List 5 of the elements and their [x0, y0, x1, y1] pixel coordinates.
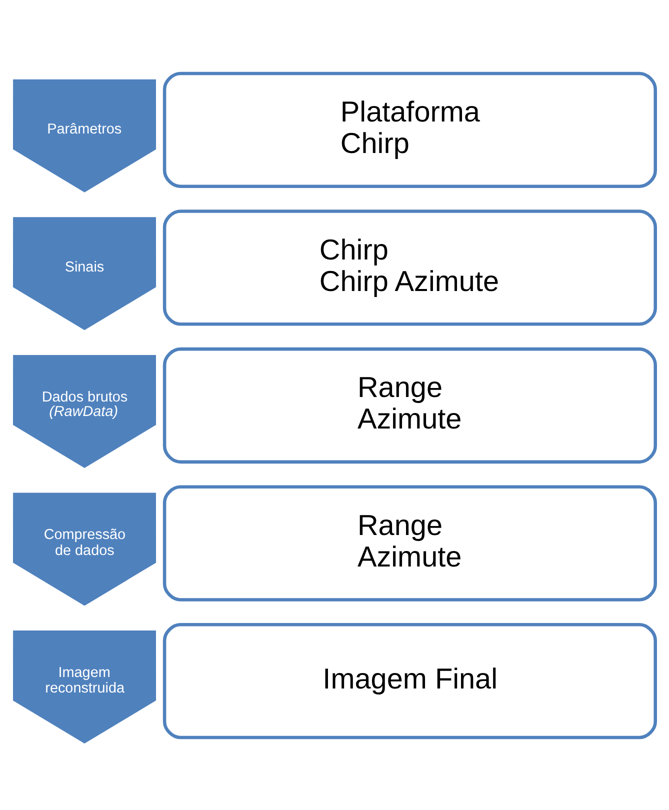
node-box: Range Azimute: [162, 484, 657, 601]
node-box: Imagem Final: [162, 622, 657, 739]
node-box: Chirp Chirp Azimute: [162, 209, 657, 326]
node-box: Plataforma Chirp: [162, 71, 657, 188]
node-box: Range Azimute: [162, 346, 657, 464]
